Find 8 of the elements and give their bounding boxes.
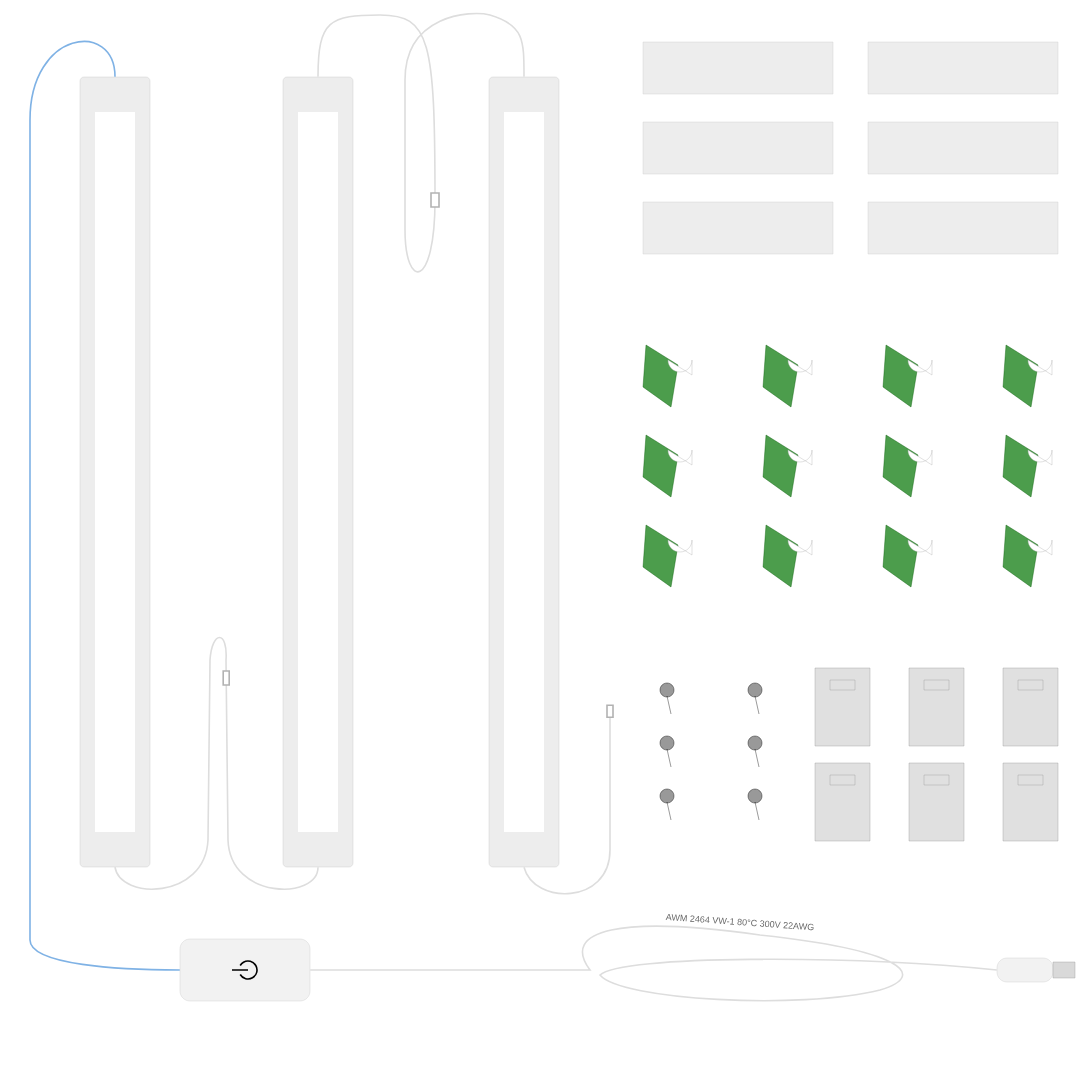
usb-plug: [996, 957, 1054, 983]
cable: [523, 704, 614, 895]
switch-box: [179, 938, 311, 1002]
cable: [29, 40, 181, 971]
cable: [309, 925, 998, 1002]
cable-print: AWM 2464 VW-1 80°C 300V 22AWG: [665, 913, 814, 931]
cable: [317, 12, 525, 273]
cable: [114, 636, 319, 890]
